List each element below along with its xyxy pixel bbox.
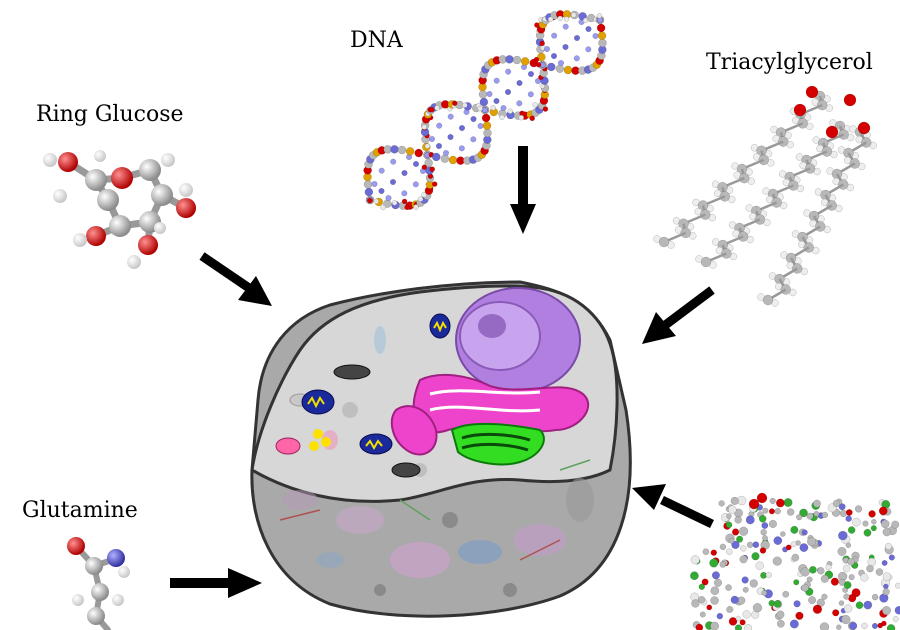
arrow-glutamine-to-cell [170,568,262,598]
protein-molecule [690,492,900,630]
label-dna: DNA [350,28,403,53]
arrow-protein-to-cell [632,484,714,529]
glutamine-molecule [67,537,130,630]
label-ring-glucose: Ring Glucose [36,102,184,127]
animal-cell [250,280,632,618]
arrow-dna-to-cell [510,146,536,234]
mitochondrion [359,433,393,455]
ring-glucose-molecule [43,150,196,269]
mitochondrion [301,389,335,415]
mitochondrion [429,313,451,339]
label-triacylglycerol: Triacylglycerol [706,50,873,75]
dna-double-helix [363,10,607,211]
arrow-glucose-to-cell [199,252,272,306]
triacylglycerol-molecule [653,85,877,307]
label-glutamine: Glutamine [22,498,138,523]
arrow-triacylglycerol-to-cell [642,286,715,344]
